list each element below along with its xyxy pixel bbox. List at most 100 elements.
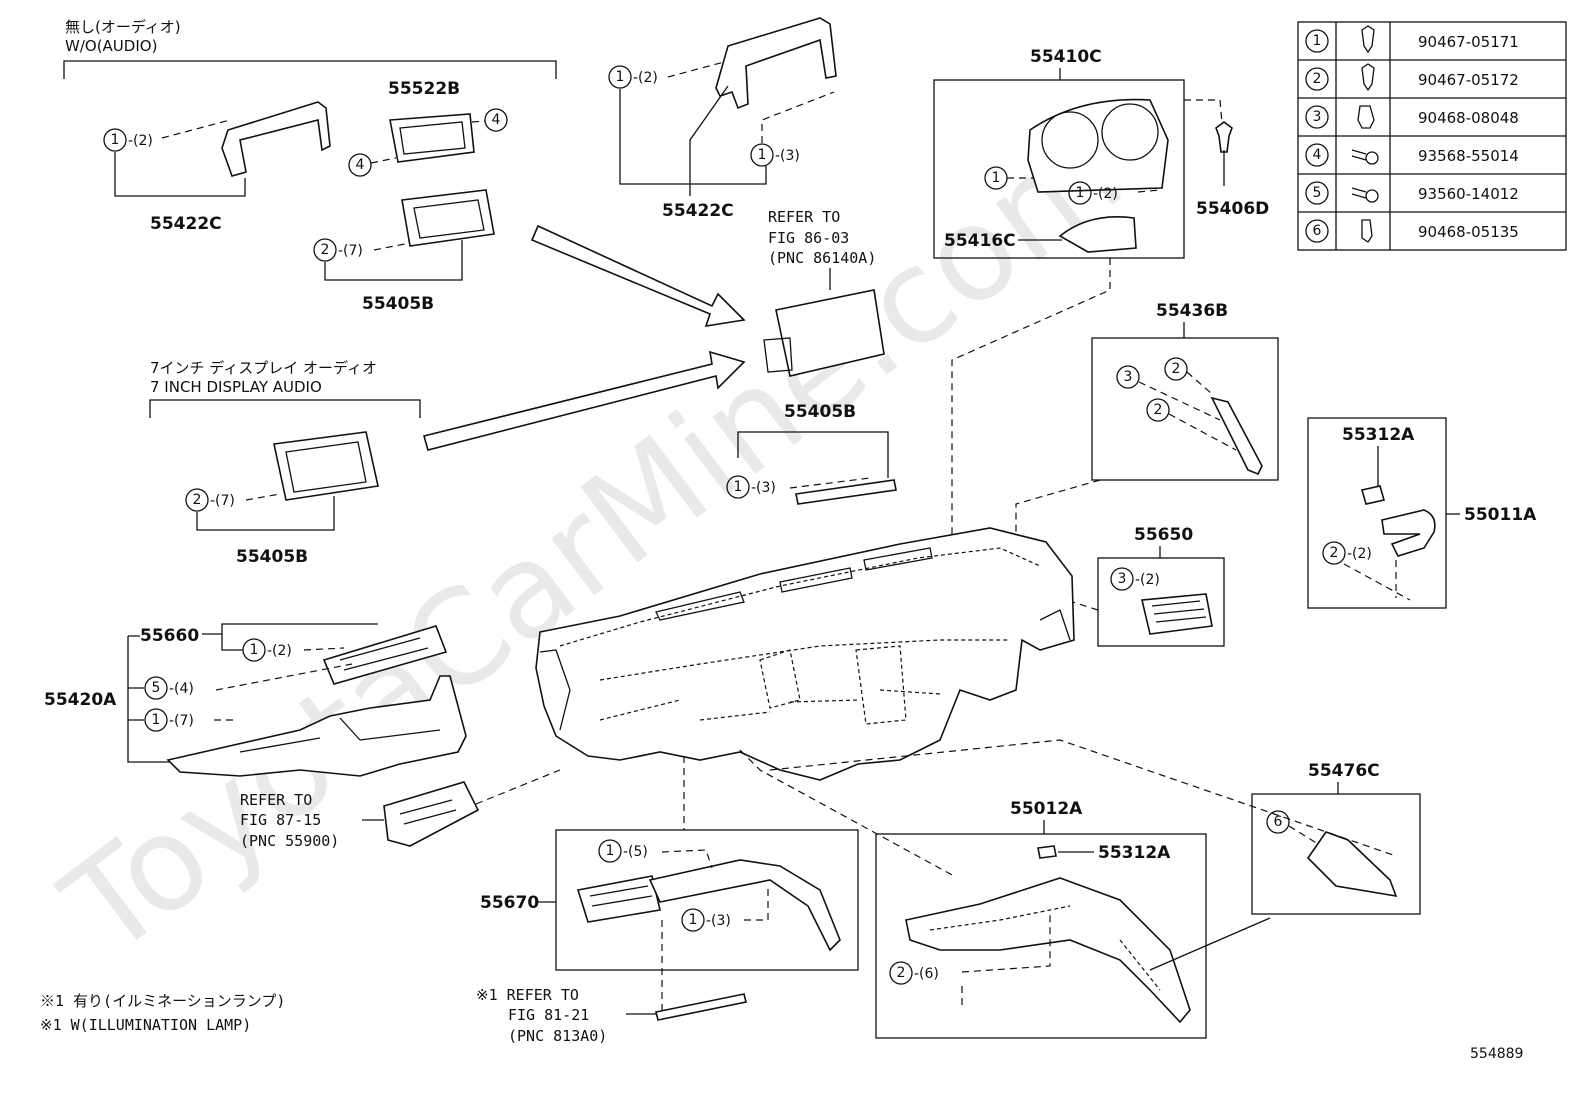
callout-quantity: -(6) (914, 966, 939, 982)
part-number-label: 55436B (1156, 301, 1228, 321)
screw-icon (1351, 149, 1367, 161)
group-55422c: 1 -(2) 1 -(3) 55422C (608, 17, 837, 221)
cover-part (1058, 216, 1137, 253)
knee-panel-part (905, 877, 1191, 1024)
callout-number: 4 (356, 157, 365, 173)
group-label-en: W/O(AUDIO) (65, 37, 157, 55)
group-55405b-center: 55405B 1 -(3) (726, 402, 897, 505)
group-wo-audio: 無し(オーディオ) W/O(AUDIO) 1 -(2) 55422C 55522… (63, 18, 557, 314)
group-label-jp: 7インチ ディスプレイ オーディオ (150, 359, 377, 377)
callout-number: 2 (193, 492, 202, 508)
table-part-number: 90468-05135 (1418, 223, 1519, 241)
group-label-en: 7 INCH DISPLAY AUDIO (150, 378, 322, 396)
callout-number: 3 (1124, 369, 1133, 385)
part-number-label: 55670 (480, 893, 539, 913)
callout-quantity: -(2) (1093, 186, 1118, 202)
part-number-label: 55011A (1464, 505, 1537, 525)
callout-number: 1 (734, 479, 743, 495)
vent-part (576, 875, 661, 923)
group-display-audio: 7インチ ディスプレイ オーディオ 7 INCH DISPLAY AUDIO 2… (149, 359, 421, 567)
group-55670: 55670 1 -(5) 1 -(3) (480, 829, 859, 1010)
part-number-label: 55405B (236, 547, 308, 567)
callout-number: 2 (897, 965, 906, 981)
group-55012a: 55012A 55312A 2 -(6) (875, 799, 1271, 1039)
vent-part (1141, 593, 1213, 635)
callout-quantity: -(7) (338, 243, 363, 259)
table-row: 2 90467-05172 (1305, 63, 1519, 92)
callout-quantity: -(7) (210, 493, 235, 509)
clip-part (1037, 845, 1057, 859)
arrow-icon (423, 350, 746, 451)
callout-number: 4 (492, 112, 501, 128)
reference-text: FIG 87-15 (240, 811, 321, 829)
table-part-number: 93568-55014 (1418, 147, 1519, 165)
table-row: 6 90468-05135 (1305, 219, 1519, 243)
callout-number: 1 (152, 712, 161, 728)
clip-icon (1361, 219, 1373, 243)
part-number-label: 55406D (1196, 199, 1269, 219)
cover-part (1306, 831, 1398, 898)
callout-number: 1 (758, 147, 767, 163)
callout-number: 2 (1330, 545, 1339, 561)
control-panel-part (383, 781, 480, 847)
display-panel-part (273, 431, 379, 501)
part-number-label: 55405B (362, 294, 434, 314)
reference-text: FIG 81-21 (508, 1006, 589, 1024)
reference-text: (PNC 55900) (240, 832, 339, 850)
callout-number: 1 (1076, 185, 1085, 201)
trim-strip-part (795, 479, 897, 505)
callout-number: 6 (1274, 814, 1283, 830)
part-number-label: 55660 (140, 626, 199, 646)
part-number-label: 55422C (150, 214, 222, 234)
illumination-lamp-part (655, 993, 747, 1021)
group-55476c: 55476C 6 (1251, 761, 1421, 915)
callout-number: 1 (111, 132, 120, 148)
switch-base-part (322, 625, 448, 685)
group-55420a: 55660 1 -(2) 55420A 5 -(4) 1 -(7) (44, 623, 467, 777)
callout-number: 2 (1154, 402, 1163, 418)
table-row-number: 3 (1313, 109, 1322, 125)
table-row-number: 4 (1313, 147, 1322, 163)
part-number-label: 55420A (44, 690, 117, 710)
part-number-label: 55410C (1030, 47, 1102, 67)
table-row-number: 6 (1313, 223, 1322, 239)
table-row-number: 1 (1313, 33, 1322, 49)
part-number-label: 55312A (1342, 425, 1415, 445)
reference-text: FIG 86-03 (768, 229, 849, 247)
callout-quantity: -(2) (1347, 546, 1372, 562)
clip-icon (1361, 63, 1375, 92)
part-number-label: 55650 (1134, 525, 1193, 545)
part-number-label: 55012A (1010, 799, 1083, 819)
callout-quantity: -(3) (751, 480, 776, 496)
table-row: 3 90468-08048 (1305, 105, 1519, 129)
reference-text: (PNC 813A0) (508, 1027, 607, 1045)
part-number-label: 55405B (784, 402, 856, 422)
reference-fig-81-21: ※1 REFER TO FIG 81-21 (PNC 813A0) (476, 986, 747, 1045)
part-number-label: 55522B (388, 79, 460, 99)
table-part-number: 93560-14012 (1418, 185, 1519, 203)
callout-quantity: -(2) (267, 643, 292, 659)
callout-quantity: -(4) (169, 681, 194, 697)
diagram-id: 554889 (1470, 1046, 1523, 1062)
table-part-number: 90468-08048 (1418, 109, 1519, 127)
clip-icon (1357, 105, 1375, 129)
part-number-label: 55416C (944, 231, 1016, 251)
callout-quantity: -(2) (1135, 572, 1160, 588)
clip-part (1360, 485, 1386, 505)
side-panel-part (1210, 396, 1263, 476)
callout-number: 2 (321, 242, 330, 258)
reference-text: (PNC 86140A) (768, 249, 876, 267)
group-label-jp: 無し(オーディオ) (65, 18, 181, 36)
instrument-panel-part (535, 527, 1075, 781)
screw-icon (1351, 187, 1367, 199)
fastener-table: 1 90467-05171 2 90467-05172 3 90468-0804… (1297, 21, 1567, 251)
table-row-number: 2 (1313, 71, 1322, 87)
table-row: 1 90467-05171 (1305, 25, 1519, 54)
group-55436b: 55436B 3 2 2 (1015, 301, 1279, 660)
callout-quantity: -(3) (775, 148, 800, 164)
clip-part (1215, 121, 1233, 153)
callout-quantity: -(2) (128, 133, 153, 149)
clip-icon (1361, 25, 1375, 54)
callout-number: 1 (606, 843, 615, 859)
